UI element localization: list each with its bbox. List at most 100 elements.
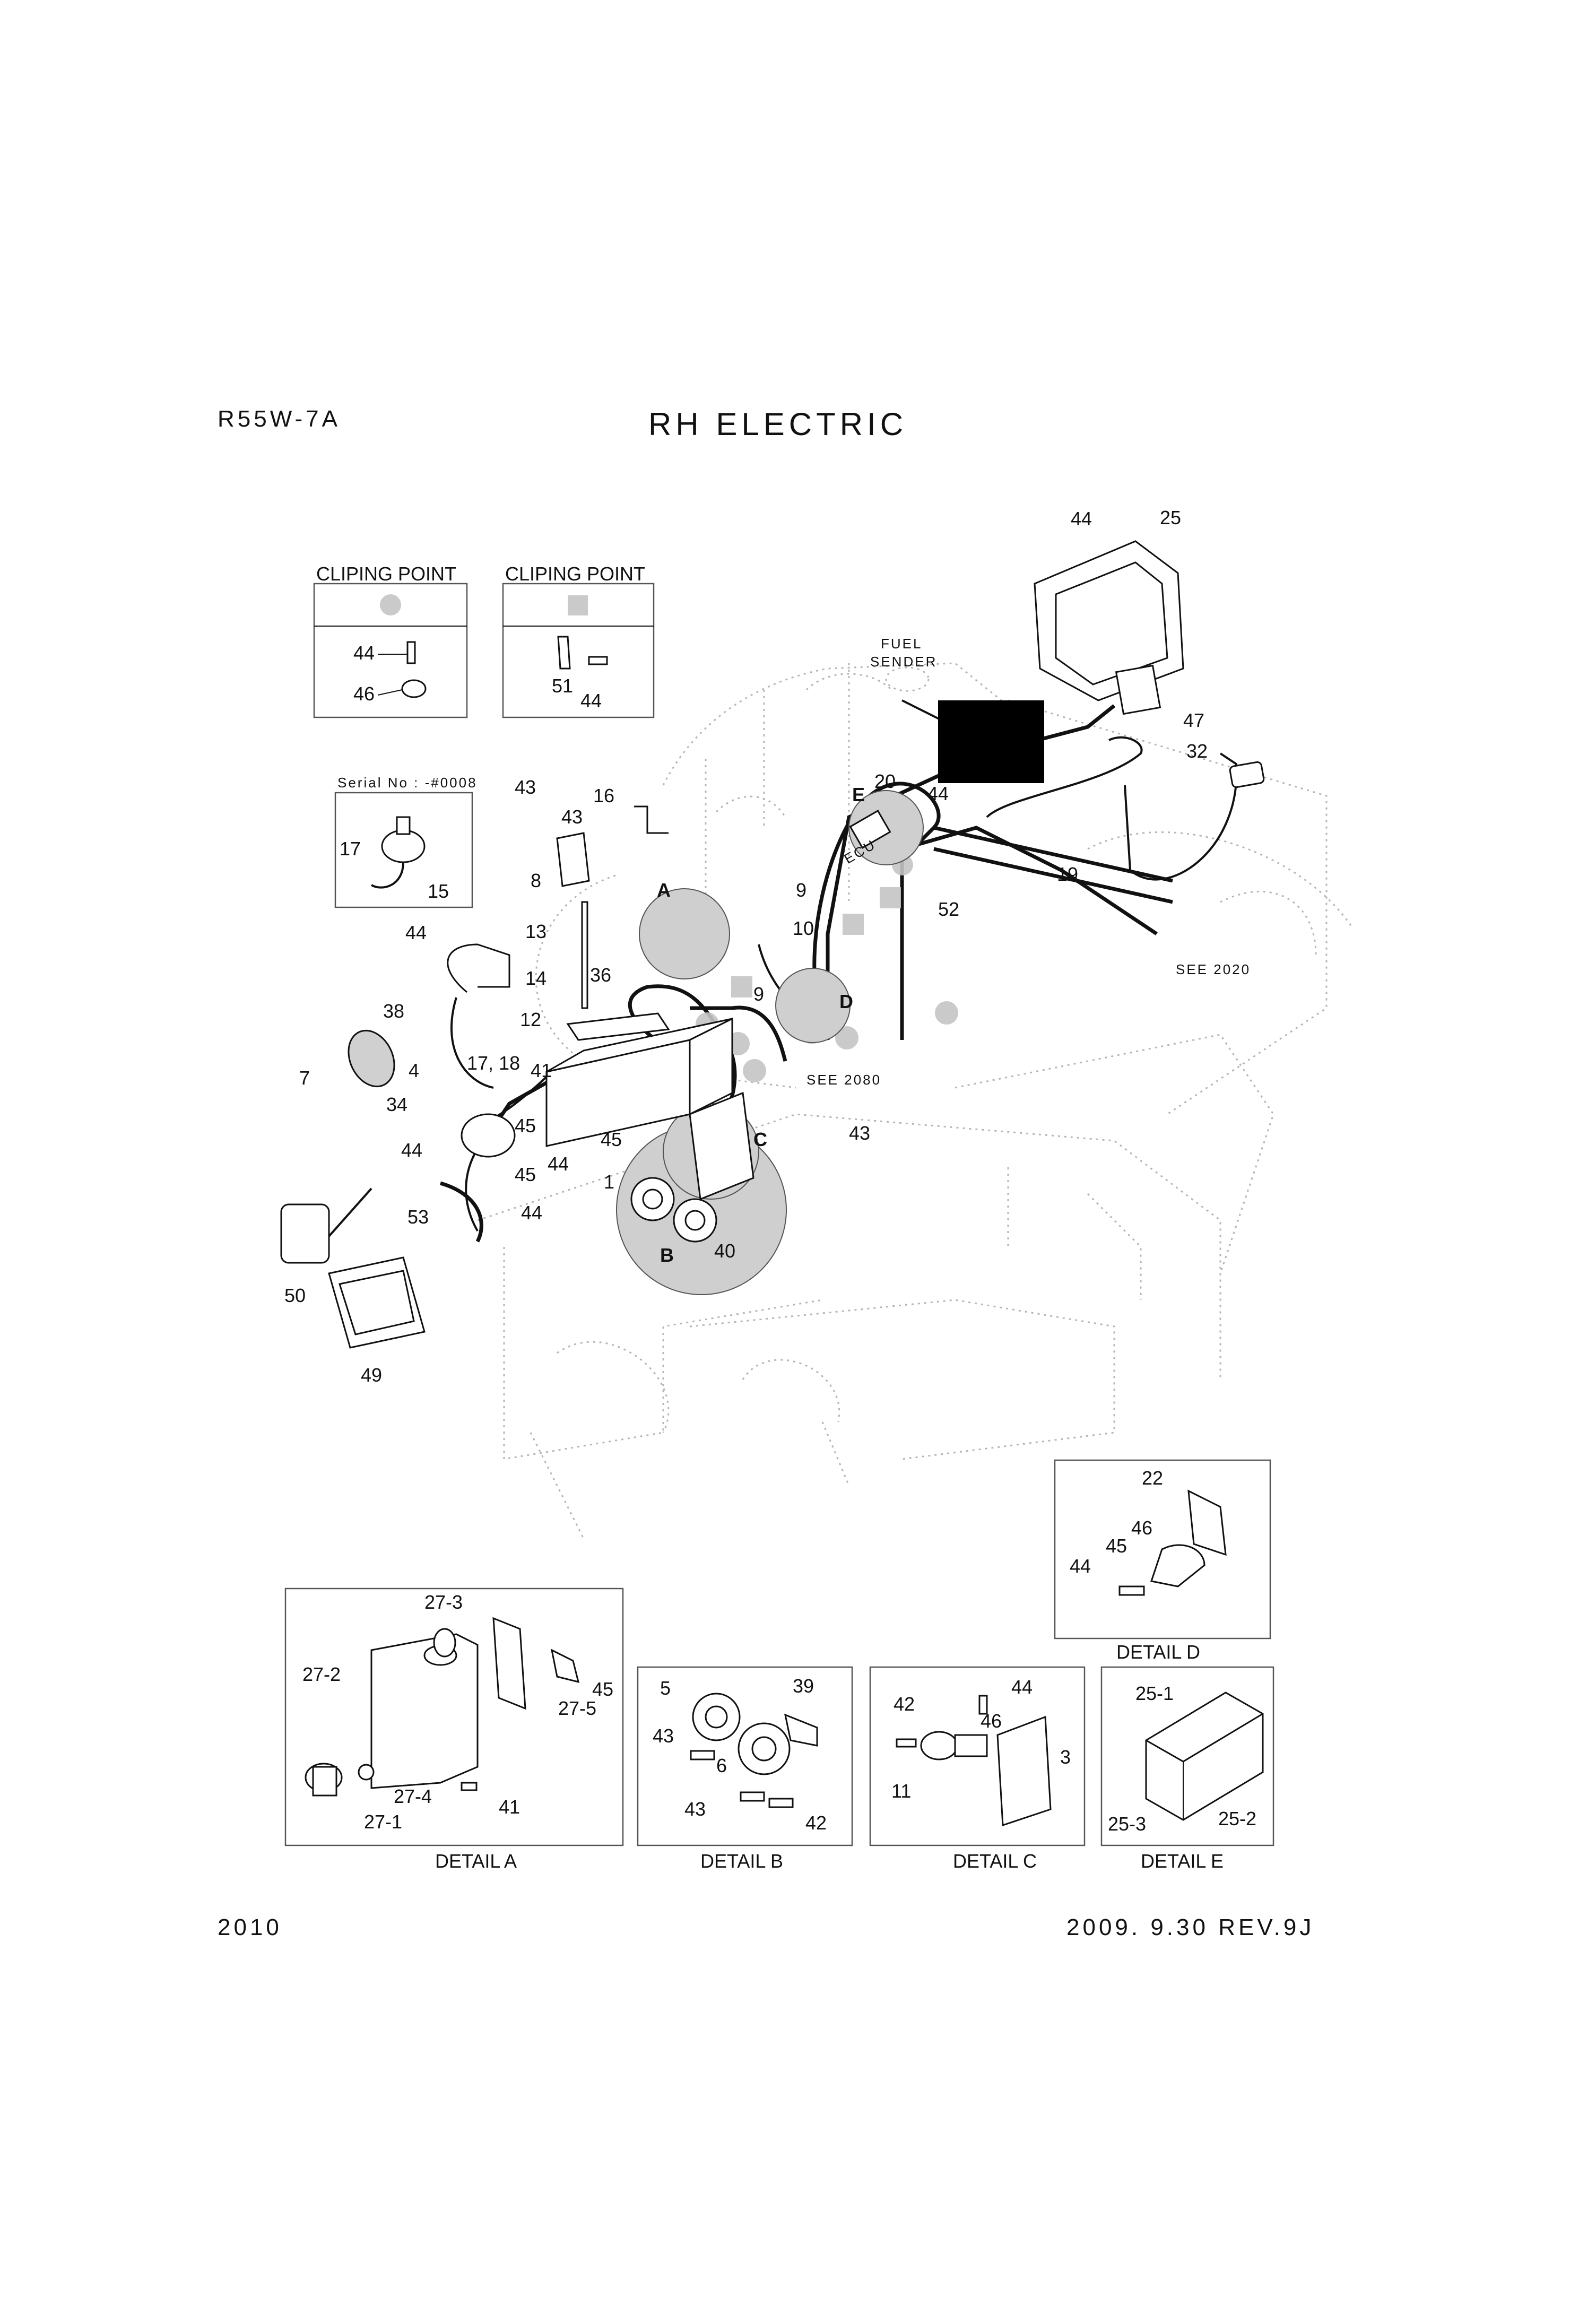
clipping-point-legend-square: CLIPING POINT 51 44: [502, 563, 655, 718]
callout: 42: [805, 1812, 827, 1834]
detail-marker-c: C: [753, 1129, 767, 1150]
page-number: 2010: [218, 1914, 282, 1940]
callout: 27-3: [424, 1591, 463, 1613]
callout: 43: [561, 806, 583, 828]
callout: 44: [521, 1202, 542, 1224]
callout: 40: [714, 1240, 735, 1262]
callout: 44: [405, 922, 427, 943]
callout: 11: [891, 1780, 911, 1802]
callout: 13: [525, 921, 547, 942]
callout: 45: [515, 1164, 536, 1185]
callout: 49: [361, 1364, 382, 1386]
callout: 46: [353, 683, 375, 705]
callout: 45: [601, 1129, 622, 1150]
callout: 27-2: [302, 1663, 341, 1685]
serial-inset: Serial No : -#0008 17 15: [334, 775, 478, 908]
callout: 44: [927, 783, 949, 804]
callout: 43: [684, 1798, 706, 1820]
detail-e-panel: 25-1 25-3 25-2 DETAIL E: [1100, 1666, 1274, 1872]
callout: 16: [593, 785, 614, 806]
callout: 42: [894, 1693, 915, 1715]
detail-marker-d: D: [839, 991, 853, 1012]
callout: 17, 18: [467, 1052, 520, 1074]
clipping-point-title: CLIPING POINT: [316, 563, 456, 585]
see-2020-note: SEE 2020: [1176, 961, 1251, 977]
callout: 14: [525, 967, 547, 989]
revision-date: 2009. 9.30 REV.9J: [1066, 1914, 1315, 1940]
callout: 39: [793, 1675, 814, 1697]
callout: 43: [515, 776, 536, 798]
callout: 17: [340, 838, 361, 860]
square-clip-marker-icon: [568, 595, 588, 615]
redaction-block: [938, 700, 1044, 783]
callout: 10: [793, 917, 814, 939]
callout: 45: [592, 1678, 613, 1700]
callout: 12: [520, 1009, 541, 1030]
detail-d-panel: 22 46 45 44 DETAIL D: [1054, 1459, 1271, 1663]
callout: 27-1: [364, 1811, 402, 1833]
callout: 46: [1131, 1517, 1152, 1539]
circle-clip-marker-icon: [380, 594, 401, 615]
serial-note: Serial No : -#0008: [337, 775, 478, 791]
callout: 25-1: [1135, 1682, 1174, 1704]
callout: 47: [1183, 709, 1204, 731]
fuel-sender-label: SENDER: [870, 654, 937, 670]
main-callouts: 44 25 47 32 20 44 19 52 16 43 43 8 9 10 …: [284, 507, 1208, 1386]
callout: 4: [409, 1060, 419, 1081]
callout: 5: [660, 1677, 671, 1699]
callout: 8: [531, 870, 541, 891]
clipping-point-title: CLIPING POINT: [505, 563, 645, 585]
callout: 27-4: [394, 1785, 432, 1807]
callout: 44: [580, 690, 602, 712]
page-title: RH ELECTRIC: [648, 406, 908, 442]
detail-c-panel: 42 44 46 3 11 DETAIL C: [869, 1666, 1086, 1872]
callout: 53: [407, 1206, 429, 1228]
callout: 38: [383, 1000, 404, 1022]
detail-b-panel: 5 39 43 6 43 42 DETAIL B: [637, 1666, 853, 1872]
see-2080-note: SEE 2080: [806, 1072, 881, 1088]
callout: 43: [849, 1122, 870, 1144]
callout: 25-2: [1218, 1808, 1256, 1829]
detail-a-caption: DETAIL A: [435, 1850, 517, 1872]
callout: 36: [590, 964, 611, 986]
callout: 22: [1142, 1467, 1163, 1489]
callout: 20: [874, 770, 896, 792]
callout: 15: [428, 880, 449, 902]
callout: 7: [299, 1067, 310, 1089]
detail-b-caption: DETAIL B: [700, 1850, 783, 1872]
callout: 44: [401, 1139, 422, 1161]
callout: 50: [284, 1285, 306, 1306]
callout: 34: [386, 1094, 407, 1115]
callout: 51: [552, 675, 573, 697]
fuel-sender-label: FUEL: [881, 636, 922, 652]
callout: 3: [1060, 1746, 1071, 1768]
callout: 25: [1160, 507, 1181, 528]
callout: 43: [653, 1725, 674, 1747]
callout: 44: [548, 1153, 569, 1175]
callout: 45: [515, 1115, 536, 1137]
callout: 41: [531, 1060, 552, 1081]
callout: 6: [716, 1755, 727, 1776]
detail-d-caption: DETAIL D: [1116, 1641, 1200, 1663]
main-parts: [280, 540, 1265, 1349]
machine-ghost-outline: [477, 662, 1354, 1539]
detail-marker-b: B: [660, 1244, 674, 1266]
callout: 44: [1071, 508, 1092, 530]
clipping-point-legend-circle: CLIPING POINT 44 46: [313, 563, 468, 718]
callout: 32: [1186, 740, 1208, 762]
callout: 44: [1070, 1555, 1091, 1577]
callout: 45: [1106, 1535, 1127, 1557]
detail-a-panel: 27-3 27-2 45 27-5 27-4 41 27-1 DETAIL A: [284, 1588, 624, 1872]
model-name: R55W-7A: [218, 406, 341, 432]
detail-e-caption: DETAIL E: [1141, 1850, 1224, 1872]
callout: 19: [1057, 863, 1078, 885]
callout: 25-3: [1108, 1813, 1146, 1835]
callout: 44: [1011, 1676, 1033, 1698]
detail-marker-e: E: [852, 784, 865, 805]
callout: 41: [499, 1796, 520, 1818]
callout: 52: [938, 898, 959, 920]
callout: 44: [353, 642, 375, 664]
callout: 9: [796, 879, 806, 901]
callout: 27-5: [558, 1697, 596, 1719]
